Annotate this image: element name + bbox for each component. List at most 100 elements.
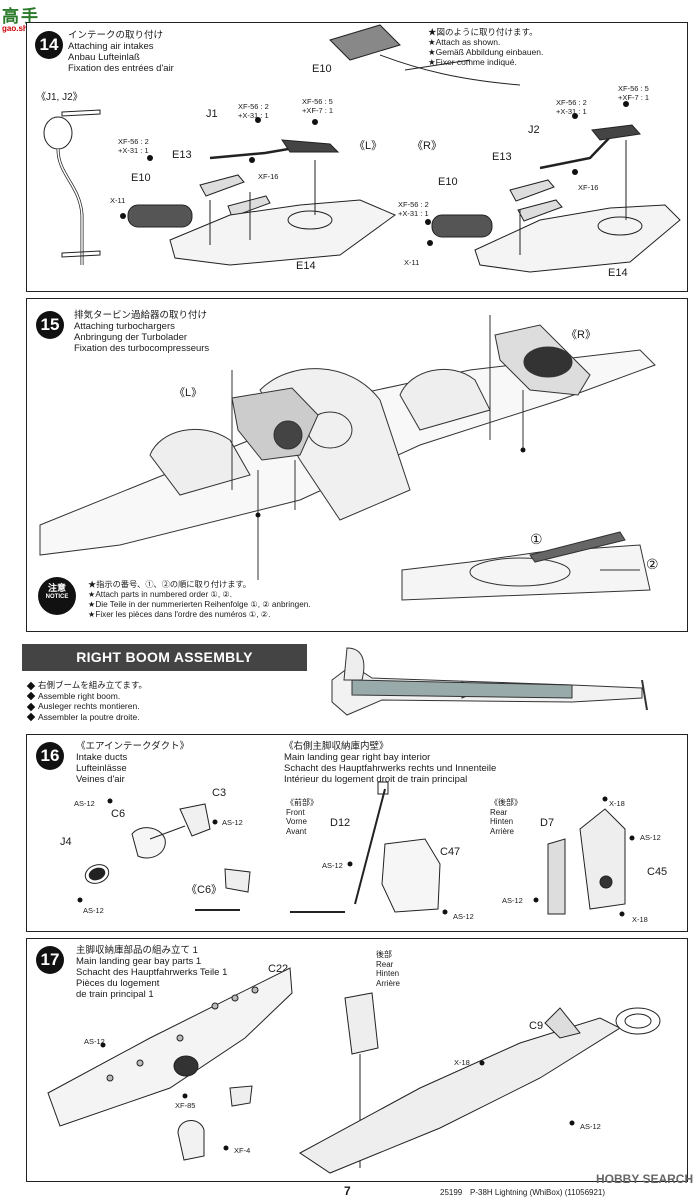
rba-text: 右側ブームを組み立てます。 Assemble right boom. Ausle… <box>26 680 147 723</box>
step17-title-fr2: de train principal 1 <box>76 989 154 1000</box>
s17-rear-de: Hinten <box>376 969 400 978</box>
rear-fr: Arrière <box>490 826 515 836</box>
step14-x11-left: X-11 <box>110 196 126 205</box>
step16-right-ja: 《右側主脚収納庫内壁》 <box>284 741 389 752</box>
step17-title-de: Schacht des Hauptfahrwerks Teile 1 <box>76 967 228 978</box>
footer-code: 25199 <box>440 1188 463 1197</box>
notice-title: 注意 <box>47 583 66 593</box>
step14-e10-right: E10 <box>438 176 458 188</box>
step14-e14-left: E14 <box>296 260 316 272</box>
step14-xf16-right: XF-16 <box>578 183 599 192</box>
step16-right-title: 《右側主脚収納庫内壁》 Main landing gear right bay … <box>284 741 496 785</box>
step16-as12-e: AS-12 <box>453 912 474 921</box>
step16-number: 16 <box>36 742 64 770</box>
step14-right-tag: 《R》 <box>412 140 442 152</box>
step16-c6tag: 《C6》 <box>186 884 223 896</box>
step14-paint-a-mid: XF-56 : 2+X-31 : 1 <box>238 102 269 120</box>
step16-as12-b: AS-12 <box>222 818 243 827</box>
step17-xf85: XF-85 <box>175 1101 196 1110</box>
step17-number: 17 <box>36 946 64 974</box>
step14-subtitle: 《J1, J2》 <box>36 92 83 103</box>
step17-rear: 後部 Rear Hinten Arrière <box>376 950 400 988</box>
rba-fr: Assembler la poutre droite. <box>26 711 147 723</box>
notice-fr: ★Fixer les pièces dans l'ordre des numér… <box>88 610 271 619</box>
step14-drawing <box>43 24 681 273</box>
step17-drawing <box>47 967 661 1174</box>
watermark-top: 高手 <box>2 7 40 26</box>
paint-a2: +X-31 : 1 <box>398 209 429 218</box>
step16-as12-c: AS-12 <box>83 906 104 915</box>
step15-circle2: ② <box>646 556 659 572</box>
step15-number: 15 <box>36 311 64 339</box>
step16-x18-b: X-18 <box>632 915 648 924</box>
paint-a1: XF-56 : 2 <box>556 98 587 107</box>
step14-title-en: Attaching air intakes <box>68 41 154 52</box>
rba-en-text: Assemble right boom. <box>38 690 121 701</box>
hobby-search-logo: HOBBY SEARCH <box>596 1172 694 1186</box>
step16-c6: C6 <box>111 808 126 820</box>
front-en: Front <box>286 807 305 817</box>
step15-drawing <box>39 315 656 601</box>
step17-c9: C9 <box>529 1020 544 1032</box>
footer-model: P-38H Lightning (WhiBox) (11056921) <box>470 1188 606 1197</box>
step14-paint-b-right: XF-56 : 5+XF-7 : 1 <box>618 84 649 102</box>
rba-en: Assemble right boom. <box>26 690 147 702</box>
notice-sub: NOTICE <box>45 594 69 600</box>
s17-rear-ja: 後部 <box>376 950 392 959</box>
step14-paint-a-bottom: XF-56 : 2+X-31 : 1 <box>398 200 429 218</box>
step14-note-fr: ★Fixer comme indiqué. <box>428 57 517 67</box>
step16-as12-f: AS-12 <box>640 833 661 842</box>
rear-de: Hinten <box>490 817 514 826</box>
step15-left-tag: 《L》 <box>174 387 203 399</box>
step15-notice-text: ★指示の番号、①、②の順に取り付けます。 ★Attach parts in nu… <box>88 580 311 620</box>
rba-de-text: Ausleger rechts montieren. <box>38 701 140 711</box>
step16-left-fr: Veines d'air <box>76 774 125 785</box>
step16-rear: 《後部》 Rear Hinten Arrière <box>490 798 522 836</box>
step17-as12-a: AS-12 <box>84 1037 105 1046</box>
step14-e10-left: E10 <box>131 172 151 184</box>
step14-paint-b-mid: XF-56 : 5+XF-7 : 1 <box>302 97 333 115</box>
step14-note: ★図のように取り付けます。 ★Attach as shown. ★Gemäß A… <box>428 27 543 67</box>
paint-b2: +XF-7 : 1 <box>618 93 650 102</box>
rba-fr-text: Assembler la poutre droite. <box>38 711 140 722</box>
paint-b2: +XF-7 : 1 <box>302 106 334 115</box>
step15-right-tag: 《R》 <box>566 329 596 341</box>
step16-left-ja: 《エアインテークダクト》 <box>76 741 190 752</box>
notice-ja: ★指示の番号、①、②の順に取り付けます。 <box>88 580 251 589</box>
paint-a2: +X-31 : 1 <box>556 107 587 116</box>
step15-title-de: Anbringung der Turbolader <box>74 332 188 343</box>
step16-left-title: 《エアインテークダクト》 Intake ducts Lufteinlässe V… <box>76 741 189 785</box>
notice-badge: 注意 NOTICE <box>38 577 76 615</box>
step16-d7: D7 <box>540 817 555 829</box>
step16-j4: J4 <box>60 836 72 848</box>
step16-c47: C47 <box>440 846 461 858</box>
s17-rear-fr: Arrière <box>376 978 401 988</box>
paint-a1: XF-56 : 2 <box>238 102 269 111</box>
step14-xf16-left: XF-16 <box>258 172 279 181</box>
step17-as12-b: AS-12 <box>580 1122 601 1131</box>
notice-en: ★Attach parts in numbered order ①, ②. <box>88 590 232 599</box>
step14-paint-a-left: XF-56 : 2+X-31 : 1 <box>118 137 149 155</box>
step16-left-en: Intake ducts <box>76 752 128 763</box>
step16-d12: D12 <box>330 817 351 829</box>
step16-right-de: Schacht des Hauptfahrwerks rechts und In… <box>284 763 497 774</box>
paint-a1: XF-56 : 2 <box>398 200 429 209</box>
paint-b1: XF-56 : 5 <box>618 84 649 93</box>
step14-note-ja: ★図のように取り付けます。 <box>428 27 538 37</box>
step15-title-ja: 排気タービン過給器の取り付け <box>74 310 208 321</box>
step14-number: 14 <box>35 31 63 59</box>
step15-circle1: ① <box>530 531 543 547</box>
right-boom-banner: RIGHT BOOM ASSEMBLY <box>22 644 307 671</box>
watermark-logo: 高手 gao.shou <box>2 2 72 36</box>
step16-c45: C45 <box>647 866 668 878</box>
watermark-bottom: gao.shou <box>2 24 38 33</box>
paint-b1: XF-56 : 5 <box>302 97 333 106</box>
step15-title: 排気タービン過給器の取り付け Attaching turbochargers A… <box>74 310 209 354</box>
step16-c3: C3 <box>212 787 227 799</box>
rba-ja: 右側ブームを組み立てます。 <box>26 680 147 691</box>
step14-title: インテークの取り付け Attaching air intakes Anbau L… <box>68 30 174 74</box>
step14-title-fr: Fixation des entrées d'air <box>68 63 174 74</box>
step14-left-tag: 《L》 <box>354 140 383 152</box>
step14-e13-right: E13 <box>492 151 512 163</box>
step16-x18-a: X-18 <box>609 799 625 808</box>
